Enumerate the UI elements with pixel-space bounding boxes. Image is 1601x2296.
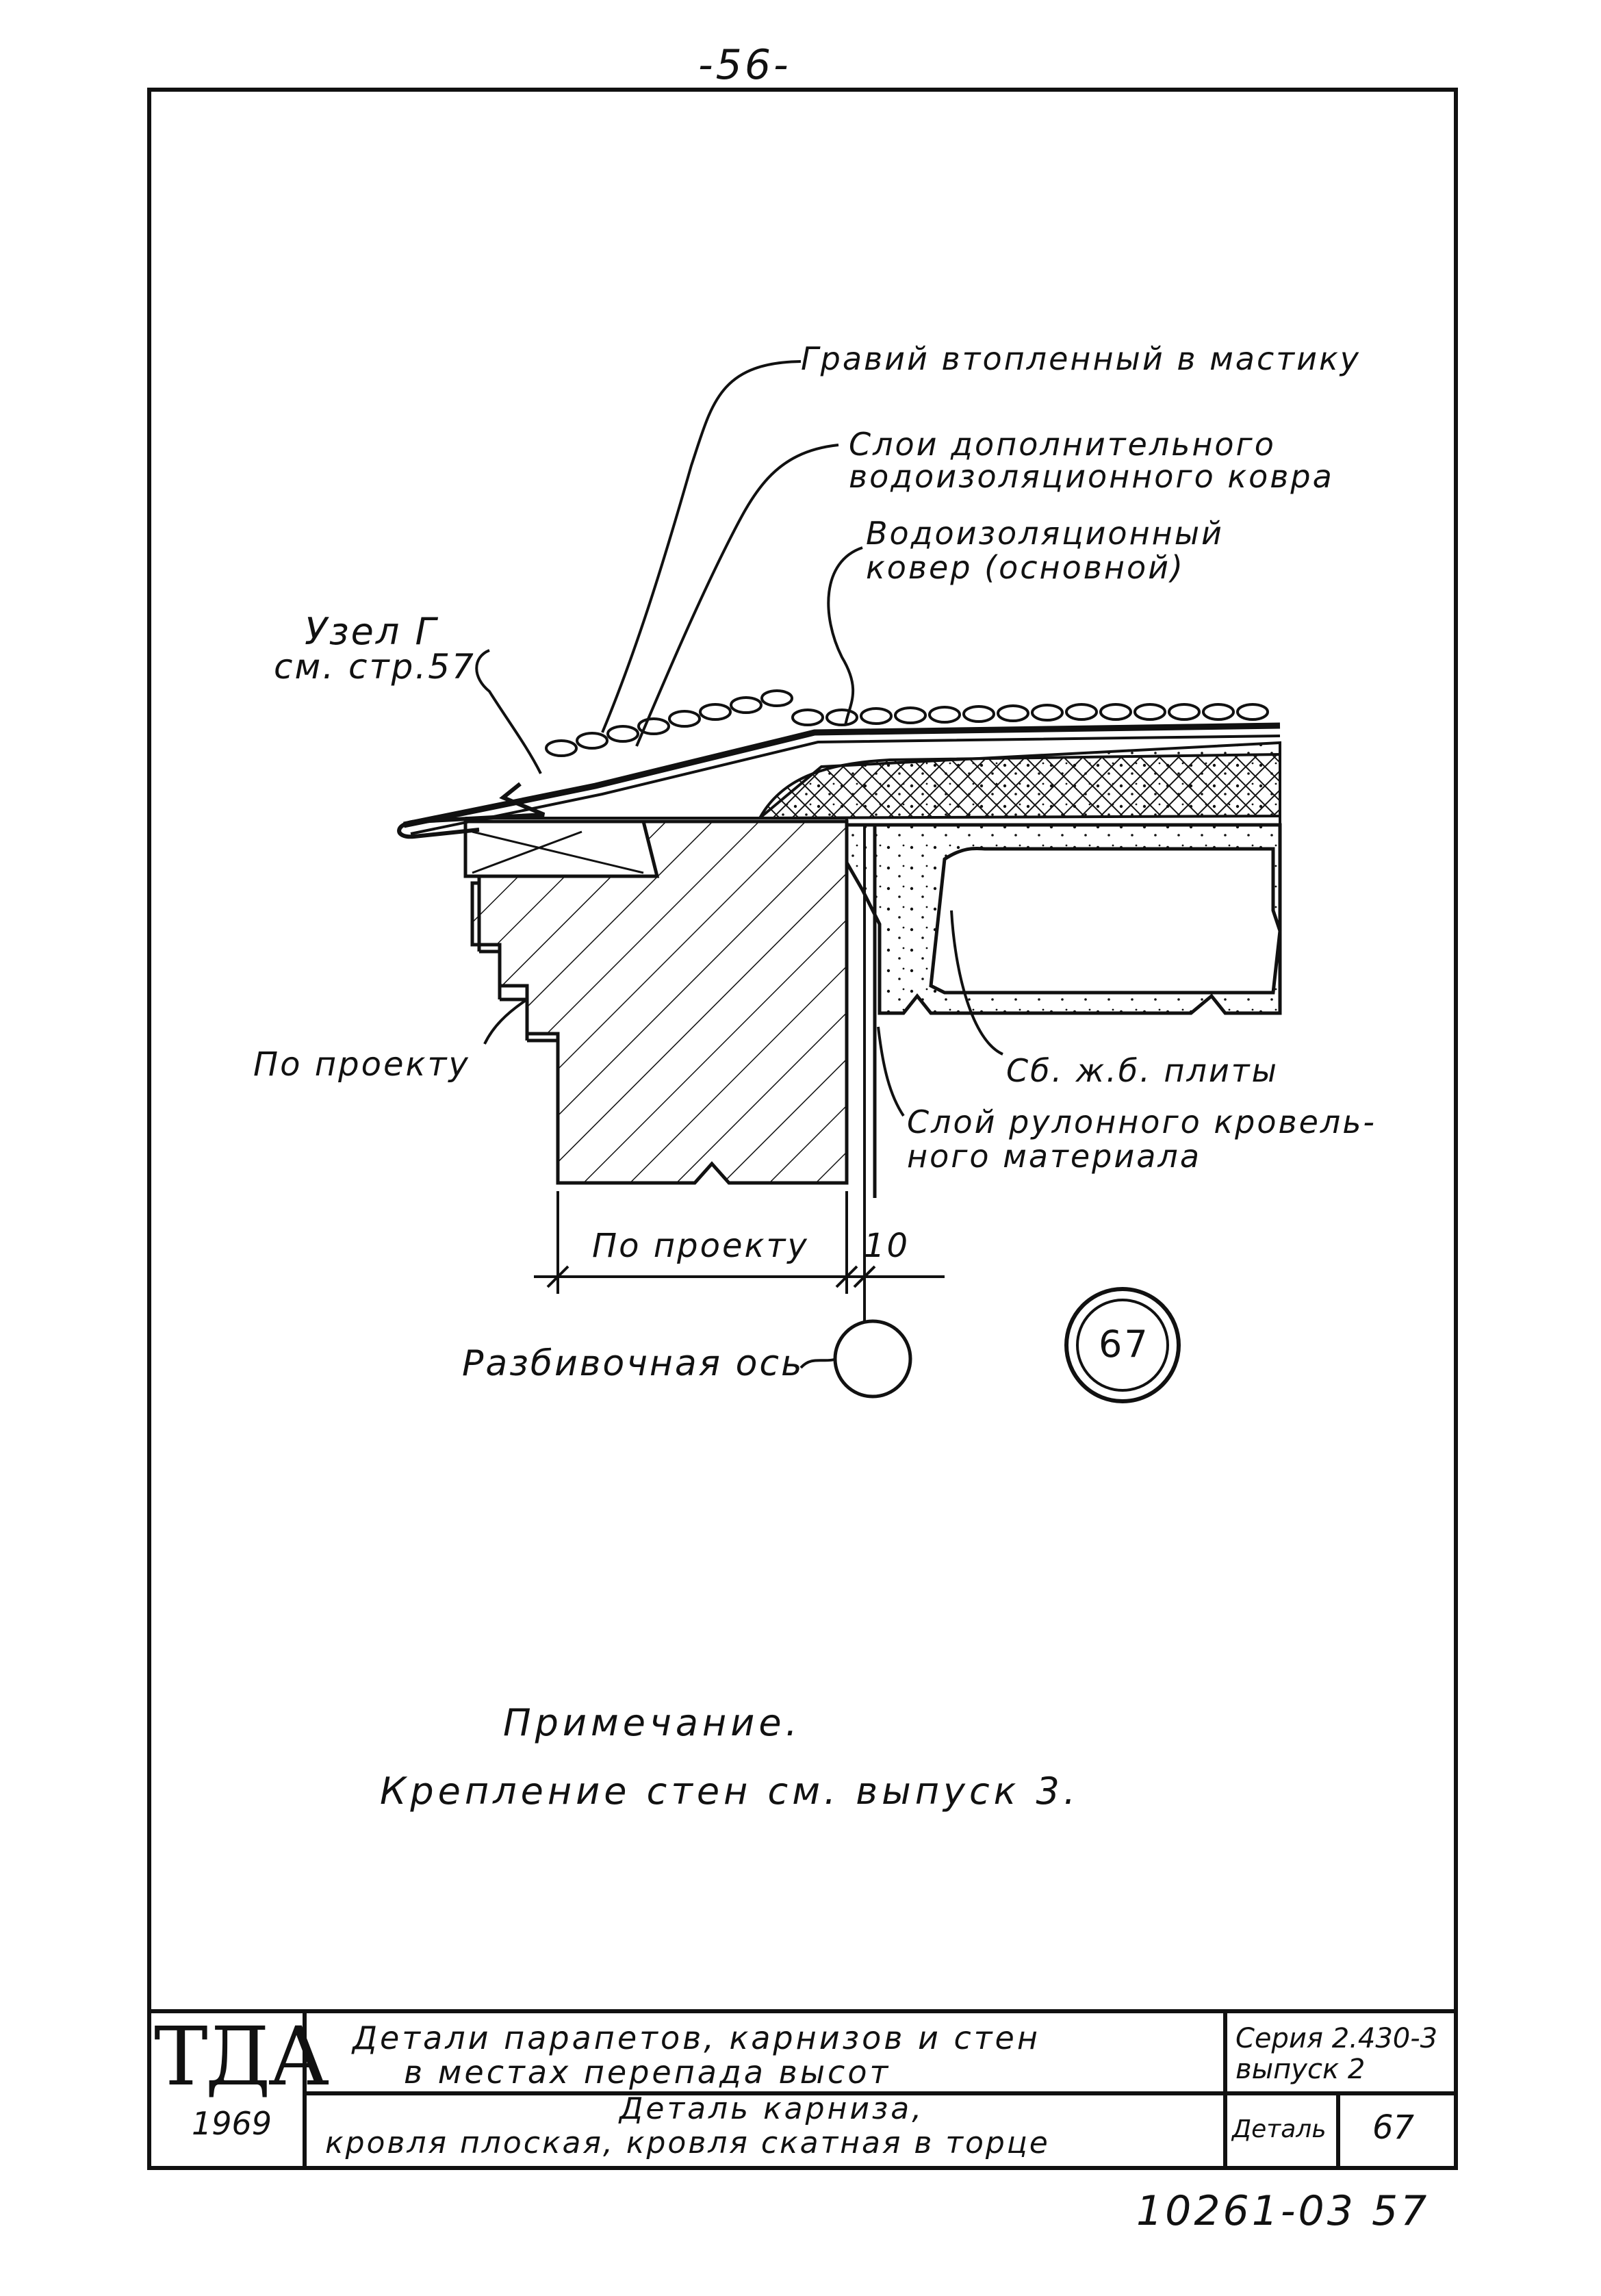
dim-10-label: 10 (864, 1227, 910, 1265)
node-ref-label-line2: см. стр.57 (274, 647, 476, 687)
series-line1: Серия 2.430-3 (1235, 2023, 1438, 2054)
leader-lines (475, 360, 1003, 1369)
drip-edge (397, 782, 546, 839)
sub-title-line2: кровля плоская, кровля скатная в торце (325, 2126, 1050, 2160)
roll-layer-label-line2: ного материала (907, 1138, 1202, 1175)
insulation-layer (757, 752, 1281, 820)
by-project-dim-label: По проекту (592, 1227, 809, 1265)
drawing-frame (147, 88, 1458, 2170)
year: 1969 (192, 2105, 272, 2142)
detail-mark-number: 67 (1099, 1323, 1150, 1366)
note-title: Примечание. (503, 1701, 802, 1744)
gravel-layer (545, 689, 1269, 757)
extra-layer-label-line1: Слои дополнительного (849, 426, 1276, 463)
axis-label: Разбивочная ось (462, 1343, 804, 1384)
cornice-block (463, 819, 660, 878)
detail-mark-inner (1076, 1299, 1169, 1392)
archive-number: 10261-03 57 (1136, 2187, 1430, 2235)
slab-label: Сб. ж.б. плиты (1006, 1052, 1279, 1089)
detail-label: Деталь (1232, 2115, 1327, 2143)
main-carpet-label-line1: Водоизоляционный (866, 515, 1224, 552)
detail-mark-outer (1064, 1287, 1181, 1403)
detail-number: 67 (1372, 2108, 1415, 2147)
note-body: Крепление стен см. выпуск 3. (380, 1770, 1079, 1813)
main-title-line2: в местах перепада высот (404, 2054, 891, 2091)
main-carpet-label-line2: ковер (основной) (866, 549, 1185, 586)
slab-void (929, 846, 1282, 995)
axis-bubble (833, 1319, 912, 1399)
step-dimension-marks (477, 883, 560, 1102)
sub-title-line1: Деталь карниза, (619, 2091, 925, 2126)
extra-layer-label-line2: водоизоляционного ковра (849, 458, 1334, 495)
waterproof-carpet (403, 722, 1281, 828)
node-ref-label-line1: Узел Г (305, 610, 438, 653)
dimension-line (534, 1191, 945, 1294)
gravel-label: Гравий втопленный в мастику (801, 340, 1361, 377)
logo: ТДА (154, 2009, 329, 2104)
brick-wall (470, 819, 849, 1185)
series-line2: выпуск 2 (1235, 2054, 1366, 2085)
title-block-lines (147, 2009, 1458, 2167)
page-number: -56- (698, 41, 791, 89)
by-project-left-label: По проекту (253, 1045, 470, 1084)
roll-layer-label-line1: Слой рулонного кровель- (907, 1104, 1377, 1140)
main-title-line1: Детали парапетов, карнизов и стен (353, 2019, 1040, 2056)
